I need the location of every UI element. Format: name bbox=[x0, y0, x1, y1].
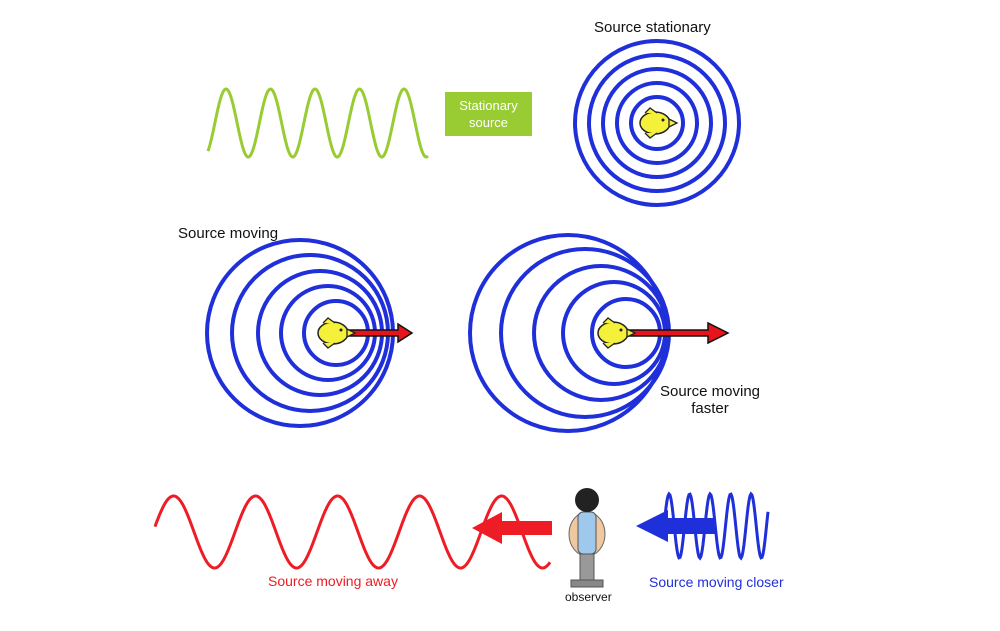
faster-line1: Source moving bbox=[659, 383, 761, 400]
label-source-stationary: Source stationary bbox=[594, 19, 711, 36]
faster-line2: faster bbox=[691, 400, 729, 417]
person-observer-icon bbox=[568, 488, 606, 588]
away-arrow bbox=[472, 512, 552, 544]
stationary-source-line2: source bbox=[468, 115, 509, 130]
label-source-moving-faster: Source moving faster bbox=[655, 383, 765, 417]
label-source-moving-away: Source moving away bbox=[268, 573, 398, 589]
faster-arrow bbox=[627, 321, 730, 345]
stationary-source-box: Stationary source bbox=[445, 92, 532, 136]
wavefront-circle bbox=[615, 81, 699, 165]
stationary-wavefronts bbox=[573, 39, 741, 207]
stationary-source-line1: Stationary bbox=[459, 98, 518, 113]
moving-arrow bbox=[347, 322, 414, 344]
wavefront-circle bbox=[629, 95, 685, 151]
wavefront-circle bbox=[573, 39, 741, 207]
source-icon-moving bbox=[317, 317, 356, 349]
source-icon-faster bbox=[597, 317, 636, 349]
closer-arrow bbox=[636, 510, 716, 542]
label-source-moving: Source moving bbox=[178, 225, 279, 242]
stationary-wave bbox=[206, 87, 429, 159]
wavefront-circle bbox=[601, 67, 713, 179]
label-source-moving-closer: Source moving closer bbox=[649, 574, 784, 590]
source-icon-stationary bbox=[639, 107, 678, 139]
wavefront-circle bbox=[587, 53, 727, 193]
label-observer: observer bbox=[565, 590, 612, 604]
